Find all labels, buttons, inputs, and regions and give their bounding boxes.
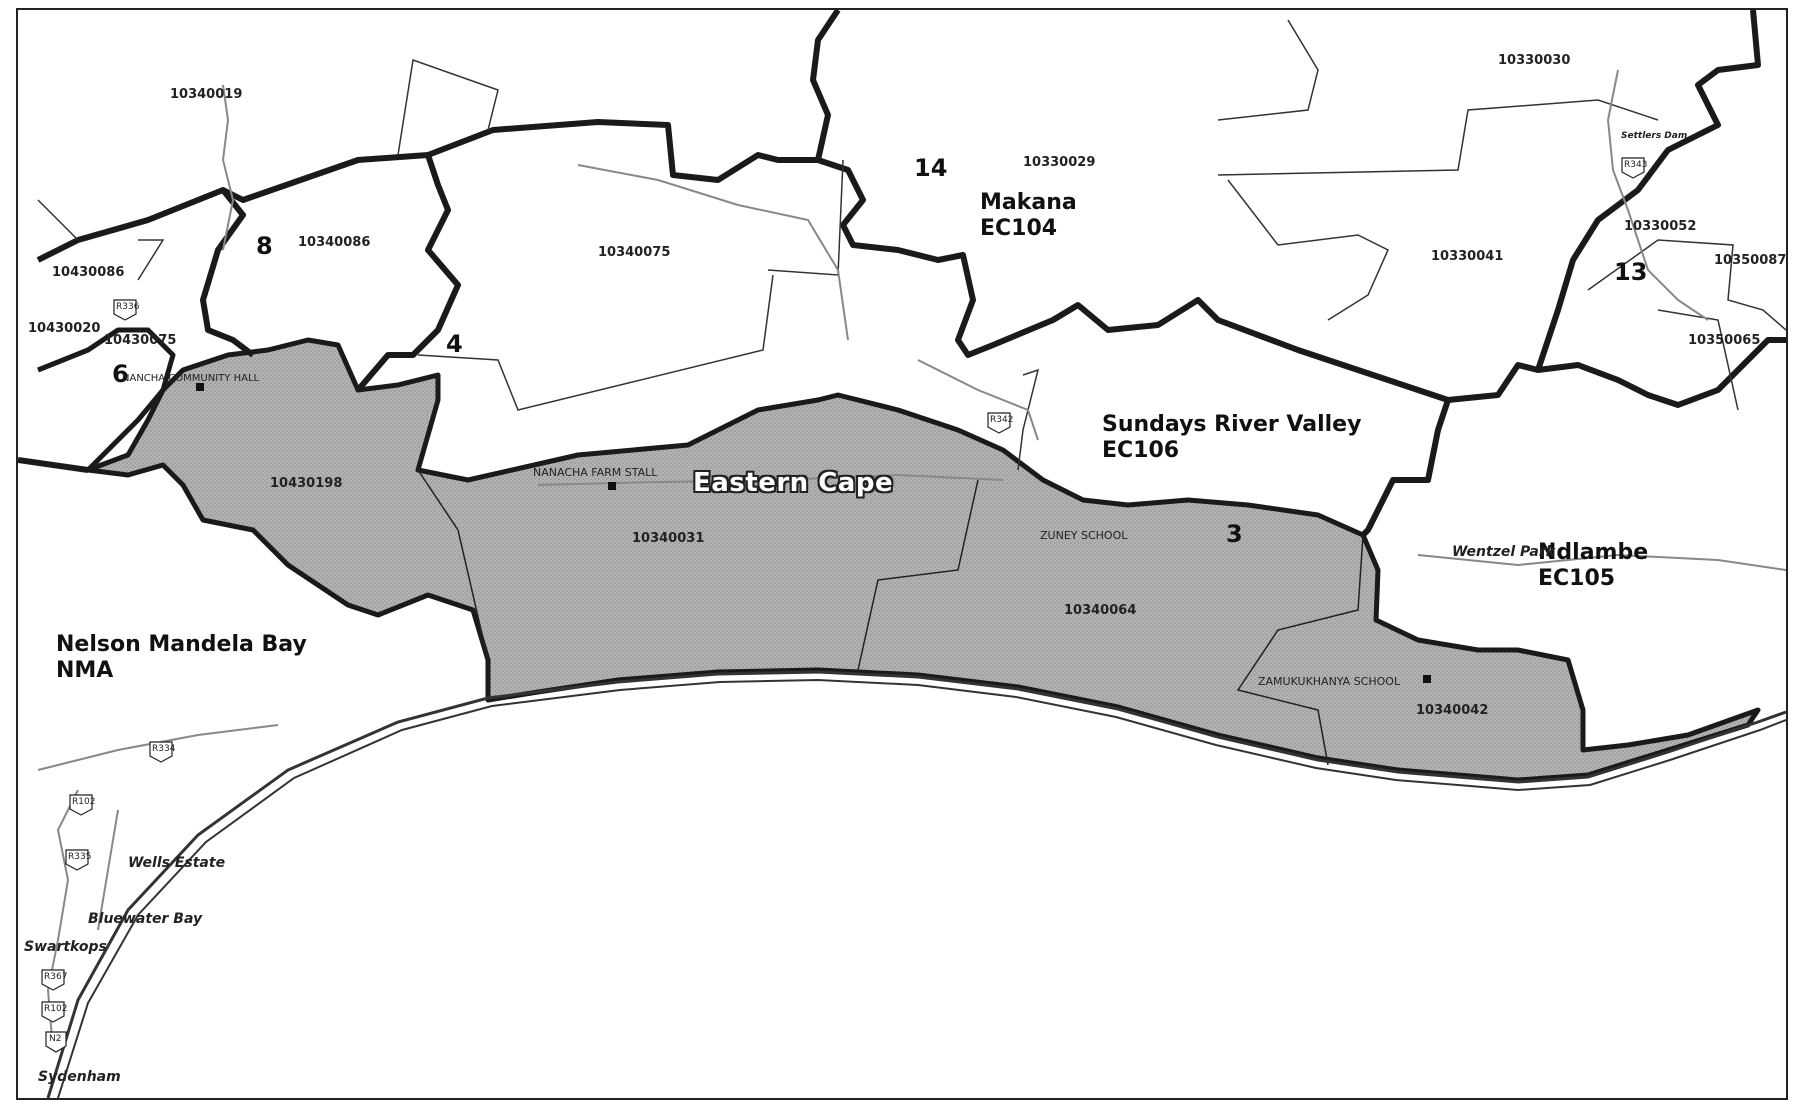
municipality-label-sundays-river-valley: Sundays River Valley EC106 <box>1102 414 1361 462</box>
ward-number: 4 <box>446 330 463 358</box>
area-code-label: 10430075 <box>104 333 177 348</box>
municipality-code: NMA <box>56 658 114 683</box>
road-shield-label: R102 <box>44 1004 68 1014</box>
municipality-label-makana: Makana EC104 <box>980 192 1077 240</box>
boundary-ward-4 <box>221 152 461 392</box>
ward-number: 8 <box>256 232 273 260</box>
place-label: Swartkops <box>24 939 107 955</box>
place-label: Wentzel Park <box>1452 544 1556 560</box>
area-code-label: 10330030 <box>1498 53 1571 68</box>
road-shield-label: N2 <box>49 1034 62 1044</box>
ward-number: 14 <box>914 154 948 182</box>
facility-label: NANCHA COMMUNITY HALL <box>122 373 260 384</box>
road-shield-label: R367 <box>44 972 68 982</box>
boundary-nmb-west <box>18 457 89 473</box>
ward-number: 6 <box>112 360 129 388</box>
boundary-ward-8 <box>36 187 255 358</box>
boundary-ndlambe-north <box>1447 337 1786 408</box>
area-code-label: 10340064 <box>1064 603 1137 618</box>
facility-marker-hall <box>196 383 204 391</box>
municipality-code: EC106 <box>1102 438 1180 463</box>
coastline-outer <box>46 670 1786 1098</box>
area-code-label: 10340075 <box>598 245 671 260</box>
road-shield-label: R335 <box>68 852 92 862</box>
area-code-label: 10430086 <box>52 265 125 280</box>
place-label: Settlers Dam <box>1621 131 1688 141</box>
boundary-makana-west <box>817 157 1449 403</box>
area-code-label: 10350087 <box>1714 253 1787 268</box>
facility-marker-farm-stall <box>608 482 616 490</box>
area-code-label: 10350065 <box>1688 333 1761 348</box>
map-frame: 10340019 10330029 10330030 10430086 1034… <box>16 8 1788 1100</box>
road-shield-label: R342 <box>990 415 1014 425</box>
place-label: Wells Estate <box>128 855 226 871</box>
road-shield-label: R334 <box>152 744 176 754</box>
coastline-inner <box>57 678 1786 1098</box>
internal-boundary-3 <box>1236 534 1364 766</box>
road-shield-label: R336 <box>116 302 140 312</box>
area-code-label: 10340031 <box>632 531 705 546</box>
place-label: Sydenham <box>38 1069 121 1085</box>
municipality-code: EC105 <box>1538 566 1616 591</box>
facility-label: ZUNEY SCHOOL <box>1040 529 1128 542</box>
road-shield-label: R102 <box>72 797 96 807</box>
shaded-region <box>85 337 1761 783</box>
facility-label: NANACHA FARM STALL <box>533 466 658 479</box>
boundary-srv-east <box>1360 399 1451 538</box>
municipality-label-ndlambe: Ndlambe EC105 <box>1538 542 1648 590</box>
municipality-name: Nelson Mandela Bay <box>56 632 307 657</box>
area-code-label: 10330041 <box>1431 249 1504 264</box>
area-code-label: 10430020 <box>28 321 101 336</box>
internal-boundary-1 <box>417 469 489 661</box>
boundary-ward-6 <box>37 327 176 472</box>
internal-boundary-2 <box>857 479 979 671</box>
area-code-label: 10330052 <box>1624 219 1697 234</box>
boundary-top-ridge <box>426 10 841 183</box>
area-code-label: 10340042 <box>1416 703 1489 718</box>
road-shields <box>41 157 1645 1053</box>
map-canvas <box>18 10 1786 1098</box>
area-code-label: 10340019 <box>170 87 243 102</box>
municipality-label-nelson-mandela-bay: Nelson Mandela Bay NMA <box>56 634 307 682</box>
municipality-code: EC104 <box>980 216 1058 241</box>
province-label: Eastern Cape <box>693 468 894 498</box>
place-label: Bluewater Bay <box>88 911 203 927</box>
ward-number: 13 <box>1614 258 1648 286</box>
boundary-ward-13 <box>1535 10 1761 371</box>
municipality-name: Ndlambe <box>1538 540 1649 565</box>
municipality-name: Sundays River Valley <box>1102 412 1362 437</box>
area-code-label: 10430198 <box>270 476 343 491</box>
road-shield-label: R343 <box>1624 160 1648 170</box>
area-code-label: 10340086 <box>298 235 371 250</box>
ward-number: 3 <box>1226 520 1243 548</box>
area-code-label: 10330029 <box>1023 155 1096 170</box>
facility-marker-zamukukhanya <box>1423 675 1431 683</box>
facility-label: ZAMUKUKHANYA SCHOOL <box>1258 675 1401 688</box>
municipality-name: Makana <box>980 190 1077 215</box>
